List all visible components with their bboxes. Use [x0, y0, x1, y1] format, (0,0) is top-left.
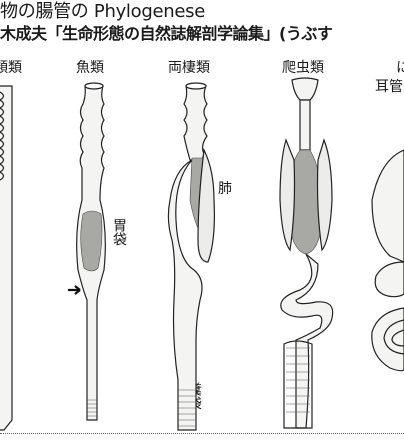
bottom-dotted-divider: [0, 433, 404, 434]
column-label-amphibians: 両棲類: [168, 60, 210, 76]
amphibian-gut: [167, 82, 215, 431]
reptile-gut: [279, 77, 334, 429]
figure-source: 木成夫「生命形態の自然誌解剖学論集」(うぶす: [0, 24, 333, 43]
column-label-birds-partial: に: [396, 60, 404, 76]
fish-gut: [76, 82, 106, 421]
ear-tube-label: 耳管: [375, 79, 403, 95]
column-label-reptiles: 爬虫類: [282, 60, 324, 76]
stomach-label: 胃袋: [111, 218, 127, 246]
bird-gut-partial: [371, 149, 404, 372]
arrow-icon: [68, 285, 81, 295]
lung-label: 肺: [218, 181, 232, 197]
figure-title: 物の腸管の Phylogenese: [0, 1, 205, 22]
column-label-cyclostomes: 類類: [0, 60, 22, 76]
column-label-fish: 魚類: [76, 60, 104, 76]
cyclostome-gut-tube: [0, 85, 13, 431]
